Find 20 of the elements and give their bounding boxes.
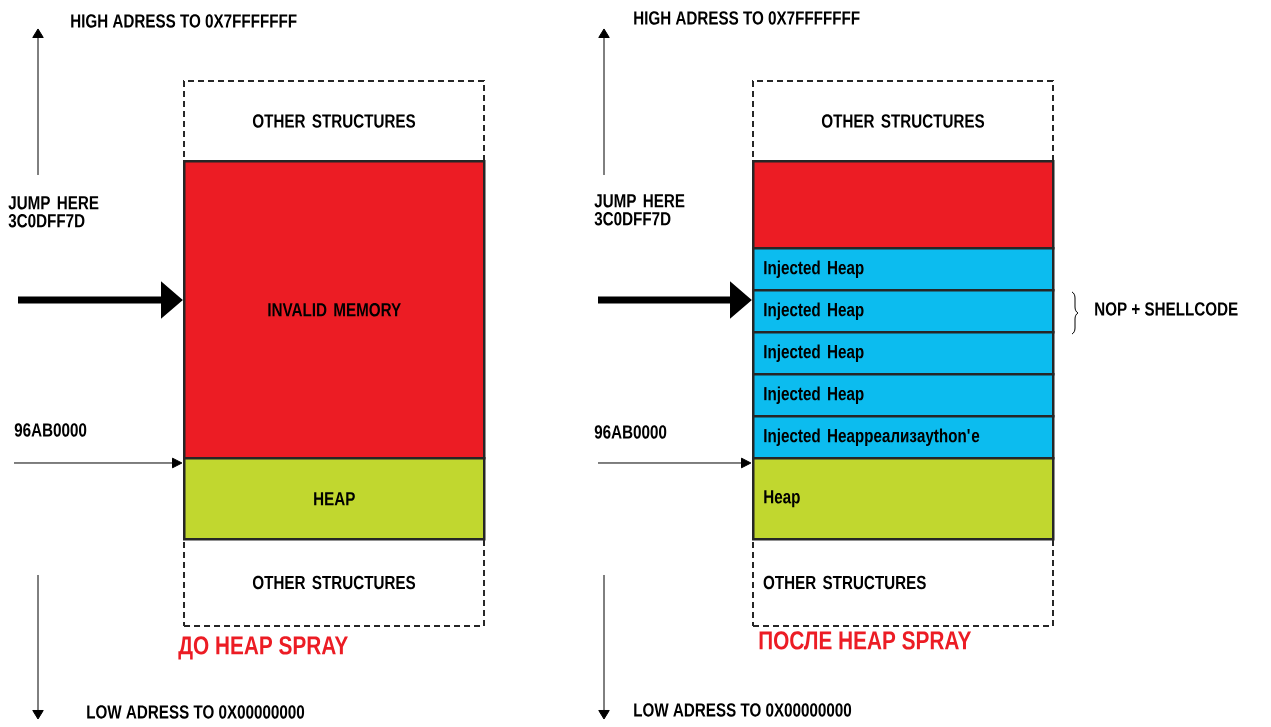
address-label: LOW ADRESS TO 0X00000000 (87, 705, 305, 719)
heap-block: Injected Heap (752, 373, 1055, 418)
memory-block: INVALID MEMORY (183, 160, 486, 460)
address-label: HIGH ADRESS TO 0X7FFFFFFF (634, 11, 860, 25)
arrow (597, 457, 752, 469)
annotation-label: NOP + SHELLCODE (1095, 302, 1238, 316)
heap-block: HEAP (183, 457, 486, 541)
heap-block: Heap (752, 457, 1055, 541)
address-label: HIGH ADRESS TO 0X7FFFFFFF (71, 14, 297, 28)
memory-block (752, 160, 1055, 250)
heap-block: Injected Heapреализaython'e (752, 415, 1055, 460)
address-label: JUMP HERE 3C0DFF7D (8, 196, 99, 228)
heap-block: Injected Heap (752, 289, 1055, 334)
address-label: 96AB0000 (14, 423, 87, 437)
heap-block: Injected Heap (752, 331, 1055, 376)
arrow (13, 457, 183, 469)
address-label: 96AB0000 (594, 425, 667, 439)
address-label: LOW ADRESS TO 0X00000000 (634, 703, 852, 717)
address-label: JUMP HERE 3C0DFF7D (594, 194, 685, 226)
heap-block: Injected Heap (752, 247, 1055, 292)
